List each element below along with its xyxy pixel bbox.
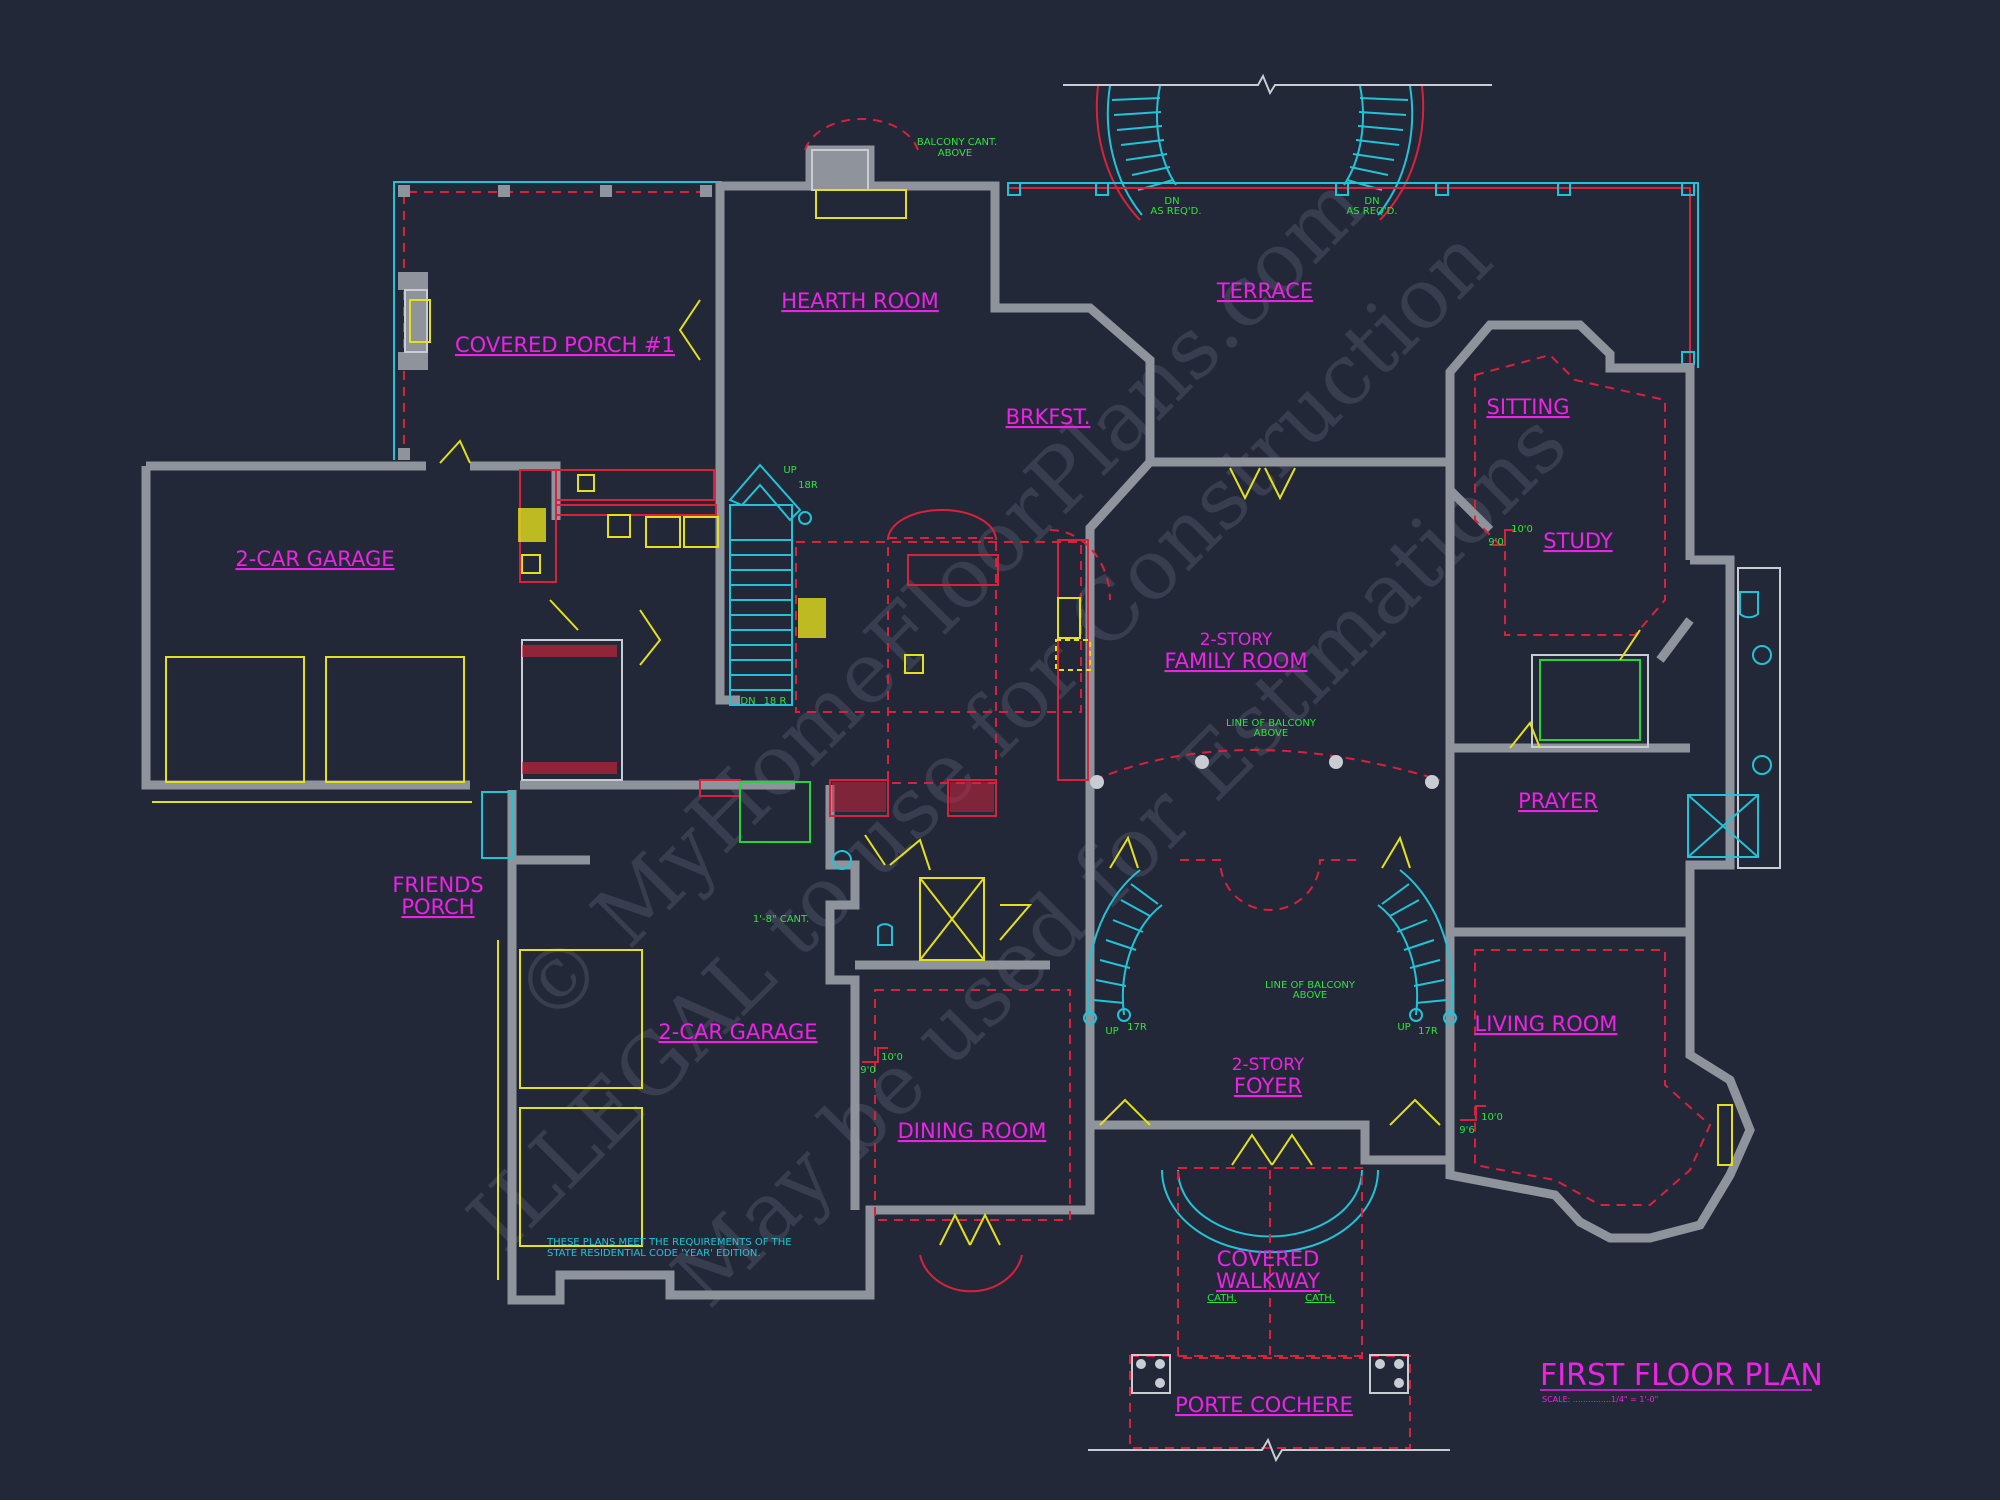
note-door-910-dining: 9'0	[860, 1065, 875, 1076]
note-balcony-cant-1: BALCONY CANT.	[917, 137, 997, 148]
code-note-line-2: STATE RESIDENTIAL CODE 'YEAR' EDITION.	[547, 1248, 761, 1259]
hearth-fireplace	[804, 118, 919, 219]
covered-walkway	[1088, 1167, 1450, 1463]
note-up-17r-right-count: 17R	[1418, 1026, 1438, 1037]
label-covered-porch: COVERED PORCH #1	[455, 333, 675, 357]
master-bath	[1687, 567, 1781, 869]
note-cant: 1'-8" CANT.	[753, 914, 809, 925]
note-line-of-balcony-2: LINE OF BALCONY	[1265, 980, 1356, 991]
note-door-1010-living: 10'0	[1481, 1112, 1503, 1123]
note-cath-left: CATH.	[1207, 1293, 1237, 1304]
label-garage-upper: 2-CAR GARAGE	[235, 547, 394, 571]
label-foyer-line1: 2-STORY	[1232, 1055, 1305, 1075]
powder-room	[832, 850, 985, 961]
label-family-room-line2: FAMILY ROOM	[1164, 649, 1307, 673]
label-prayer: PRAYER	[1518, 789, 1598, 813]
note-door-910-living: 9'6	[1459, 1125, 1474, 1136]
rear-curved-stair-right	[1343, 85, 1425, 221]
study-door-marker: 10'0 9'0	[1488, 524, 1533, 548]
code-note-line-1: THESE PLANS MEET THE REQUIREMENTS OF THE	[546, 1237, 792, 1248]
living-room-outline	[1474, 949, 1733, 1206]
note-balcony-cant-2: ABOVE	[938, 148, 972, 159]
note-up-17r-left-count: 17R	[1127, 1022, 1147, 1033]
label-terrace: TERRACE	[1216, 279, 1313, 303]
friends-porch	[481, 791, 513, 859]
note-up-18r: UP	[783, 465, 796, 476]
label-friends-porch-line1: FRIENDS	[392, 873, 483, 897]
dining-bay	[874, 989, 1071, 1293]
watermark: © MyHomeFloorPlans.com ILLEGAL to use fo…	[449, 155, 1585, 1325]
lower-garage-doors	[497, 940, 643, 1280]
note-door-910-study: 9'0	[1488, 537, 1503, 548]
kitchen-island	[795, 509, 1091, 817]
note-dn-right-2: AS REQ'D.	[1346, 206, 1397, 217]
main-stair	[728, 463, 812, 706]
rear-curved-stair-left	[1095, 85, 1177, 221]
label-sitting: SITTING	[1487, 395, 1570, 419]
note-line-of-balcony-1: LINE OF BALCONY	[1226, 718, 1317, 729]
note-dn-18r: DN	[740, 696, 755, 707]
watermark-line-2: ILLEGAL to use for Construction	[449, 209, 1510, 1270]
note-door-1010-dining: 10'0	[881, 1052, 903, 1063]
note-up-17r-right: UP	[1397, 1022, 1410, 1033]
terrace-break-line	[1063, 73, 1492, 96]
kitchen-counters	[518, 469, 719, 583]
note-dn-left-1: DN	[1164, 196, 1179, 207]
foyer-stair-left	[1083, 869, 1163, 1025]
covered-porch-outline	[393, 181, 722, 460]
label-foyer-line2: FOYER	[1234, 1074, 1302, 1098]
note-line-of-balcony-2b: ABOVE	[1293, 990, 1327, 1001]
exterior-walls	[141, 145, 1755, 1305]
note-dn-right-1: DN	[1364, 196, 1379, 207]
label-living-room: LIVING ROOM	[1475, 1012, 1618, 1036]
label-friends-porch-line2: PORCH	[401, 895, 474, 919]
terrace-outline	[1007, 182, 1699, 368]
label-hearth-room: HEARTH ROOM	[781, 289, 939, 313]
label-dining-room: DINING ROOM	[898, 1119, 1047, 1143]
foyer-stair-right	[1377, 869, 1457, 1025]
label-covered-walkway-line1: COVERED	[1217, 1247, 1320, 1271]
note-line-of-balcony-1b: ABOVE	[1254, 728, 1288, 739]
note-up-17r-left: UP	[1105, 1026, 1118, 1037]
label-covered-walkway-line2: WALKWAY	[1216, 1269, 1320, 1293]
note-door-1010-study: 10'0	[1511, 524, 1533, 535]
label-porte-cochere: PORTE COCHERE	[1175, 1393, 1353, 1417]
living-door-marker: 10'0 9'6	[1459, 1105, 1503, 1136]
prayer-closet	[1531, 654, 1649, 748]
foyer-balcony-line	[1180, 859, 1360, 911]
door-swings	[439, 299, 1641, 1246]
upper-garage-doors	[152, 656, 472, 803]
family-room-balcony-line	[1049, 529, 1441, 789]
note-up-18r-count: 18R	[798, 480, 818, 491]
plan-scale: SCALE: ...............1/4" = 1'-0"	[1542, 1395, 1658, 1404]
label-garage-lower: 2-CAR GARAGE	[658, 1020, 817, 1044]
label-family-room-line1: 2-STORY	[1200, 630, 1273, 650]
dining-door-marker: 10'0 9'0	[860, 1047, 903, 1076]
label-study: STUDY	[1543, 529, 1613, 553]
label-brkfst: BRKFST.	[1006, 405, 1091, 429]
note-cath-right: CATH.	[1305, 1293, 1335, 1304]
note-dn-left-2: AS REQ'D.	[1150, 206, 1201, 217]
plan-title: FIRST FLOOR PLAN	[1540, 1358, 1823, 1393]
note-dn-18r-count: 18 R	[764, 696, 787, 707]
pantry	[521, 639, 811, 843]
